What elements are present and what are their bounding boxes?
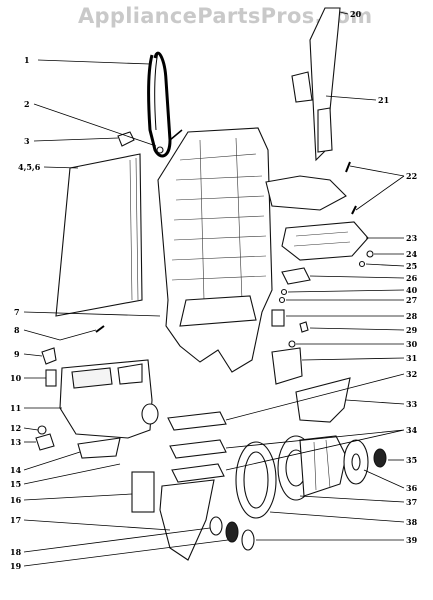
- callout-25: 25: [406, 261, 417, 271]
- callout-4-5-6: 4,5,6: [18, 162, 41, 172]
- base-17: [159, 479, 215, 561]
- nut-35: [373, 448, 387, 468]
- callout-14: 14: [10, 465, 22, 475]
- part-31: [271, 347, 303, 385]
- callout-39: 39: [406, 535, 418, 545]
- screw-22a: [345, 161, 351, 173]
- callout-13: 13: [10, 437, 22, 447]
- part-25: [358, 260, 366, 268]
- callout-37: 37: [406, 497, 417, 507]
- pad-34a: [169, 439, 227, 459]
- callout-9: 9: [14, 349, 20, 359]
- callout-24: 24: [406, 249, 418, 259]
- callout-40: 40: [406, 285, 418, 295]
- callout-38: 38: [406, 517, 418, 527]
- part-29: [299, 321, 309, 333]
- main-housing: [157, 127, 273, 373]
- part-40: [280, 288, 288, 296]
- callout-10: 10: [10, 373, 22, 383]
- part-14-15: [77, 437, 121, 459]
- callout-35: 35: [406, 455, 417, 465]
- callout-3: 3: [24, 136, 30, 146]
- callout-21: 21: [378, 95, 389, 105]
- filter-32: [167, 411, 227, 431]
- part-26: [281, 267, 311, 285]
- callout-26: 26: [406, 273, 418, 283]
- motor-37: [277, 435, 347, 501]
- part-24: [366, 250, 374, 258]
- disc-36-hole: [351, 453, 361, 471]
- screw: [156, 146, 164, 154]
- nozzle-housing: [45, 359, 159, 439]
- cord-clip: [117, 131, 135, 147]
- part-12: [37, 425, 47, 435]
- callout-18: 18: [10, 547, 22, 557]
- part-30: [288, 340, 296, 348]
- callout-23: 23: [406, 233, 418, 243]
- callout-8: 8: [14, 325, 20, 335]
- callout-12: 12: [10, 423, 21, 433]
- upper-handle: [265, 7, 347, 211]
- callout-15: 15: [10, 479, 21, 489]
- callout-19: 19: [10, 561, 22, 571]
- part-13: [35, 433, 55, 451]
- callout-30: 30: [406, 339, 418, 349]
- ring-18: [209, 516, 223, 536]
- bracket-23: [281, 221, 369, 261]
- callout-22: 22: [406, 171, 417, 181]
- pad-34b: [171, 463, 225, 483]
- screw-22b: [351, 205, 357, 215]
- ring-39: [241, 529, 255, 551]
- callout-1: 1: [24, 55, 30, 65]
- spring-19: [225, 521, 239, 543]
- power-cord: [147, 51, 183, 158]
- part-8: [95, 325, 105, 333]
- cover-33: [295, 377, 351, 423]
- ring-38-inner: [243, 451, 269, 509]
- callout-31: 31: [406, 353, 417, 363]
- callout-2: 2: [24, 99, 30, 109]
- part-16: [131, 471, 155, 513]
- callout-20: 20: [350, 9, 362, 19]
- callout-28: 28: [406, 311, 418, 321]
- callout-34: 34: [406, 425, 418, 435]
- callout-33: 33: [406, 399, 418, 409]
- callout-7: 7: [14, 307, 20, 317]
- leader-lines: [23, 11, 405, 567]
- part-28: [271, 309, 285, 327]
- part-27: [278, 296, 286, 304]
- callout-17: 17: [10, 515, 21, 525]
- bag-cover-panel: [55, 153, 143, 317]
- callout-29: 29: [406, 325, 418, 335]
- callout-11: 11: [10, 403, 21, 413]
- part-9: [41, 347, 57, 365]
- callout-36: 36: [406, 483, 418, 493]
- callout-27: 27: [406, 295, 417, 305]
- callout-32: 32: [406, 369, 417, 379]
- callout-16: 16: [10, 495, 22, 505]
